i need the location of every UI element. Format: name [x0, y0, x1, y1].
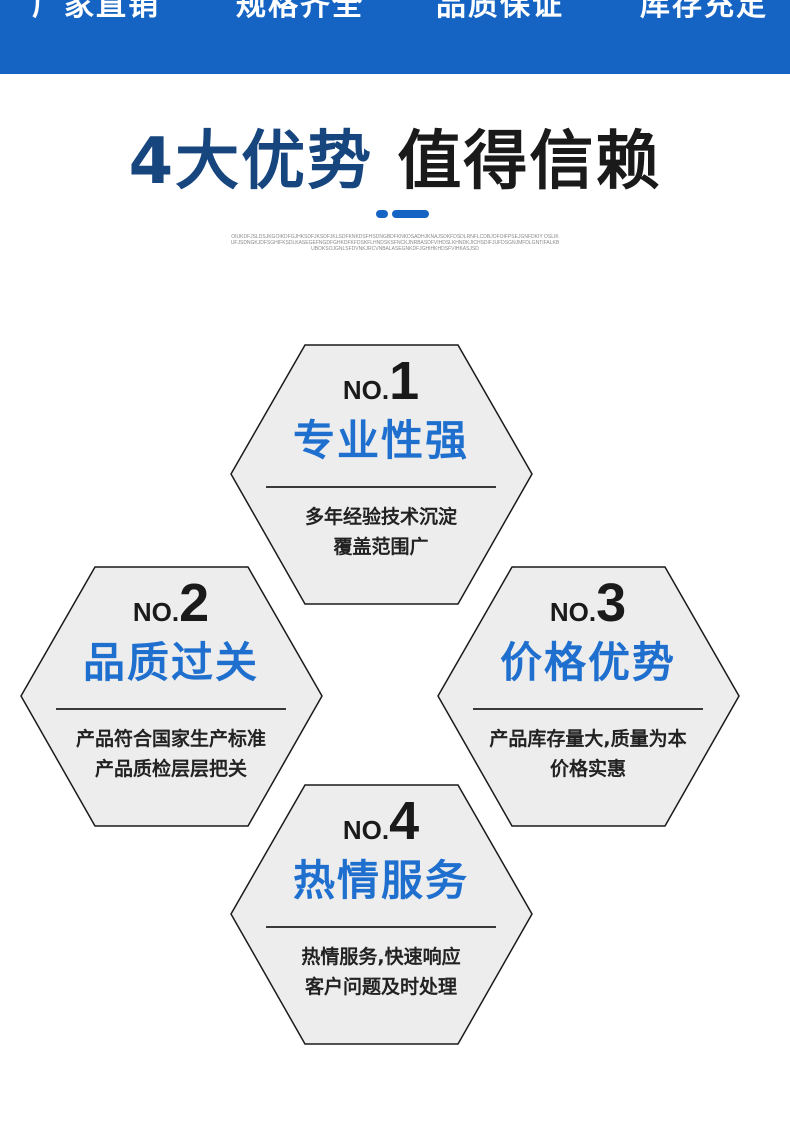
top-tab-1: 厂家直销 — [32, 0, 160, 23]
hexagon-1-number: NO.1 — [231, 350, 531, 412]
hexagon-1: NO.1 专业性强 多年经验技术沉淀 覆盖范围广 — [231, 350, 531, 562]
hexagon-1-shape — [230, 344, 533, 605]
hexagon-2-desc-line-2: 产品质检层层把关 — [94, 758, 247, 780]
no-number: 4 — [389, 791, 420, 851]
no-number: 1 — [389, 351, 420, 411]
hexagon-1-desc-line-1: 多年经验技术沉淀 — [304, 506, 457, 528]
decoration-bar — [392, 210, 429, 218]
title-part-1: 4大优势 — [128, 125, 374, 199]
hexagon-2-shape — [20, 566, 323, 827]
hexagon-3-desc-line-1: 产品库存量大,质量为本 — [489, 728, 687, 750]
hexagon-4-title: 热情服务 — [292, 856, 469, 905]
hexagon-3: NO.3 价格优势 产品库存量大,质量为本 价格实惠 — [438, 572, 738, 784]
top-tab-4: 库存充足 — [640, 0, 768, 23]
top-tab-3: 品质保证 — [436, 0, 564, 23]
divider — [56, 708, 286, 710]
decorative-subtext: OIUKDFJSLDSJKGOIKDFGJHKSDFJKSDFJKLSDFKNK… — [230, 234, 560, 252]
no-prefix: NO. — [549, 597, 597, 627]
no-prefix: NO. — [342, 815, 390, 845]
hexagon-2-number: NO.2 — [21, 572, 321, 634]
no-number: 3 — [596, 573, 627, 633]
hexagon-4-desc-line-1: 热情服务,快速响应 — [301, 946, 461, 968]
divider — [266, 926, 496, 928]
divider — [473, 708, 703, 710]
hexagon-4-shape — [230, 784, 533, 1045]
hexagon-3-shape — [437, 566, 740, 827]
hexagon-3-title: 价格优势 — [499, 638, 676, 687]
hexagon-3-desc-line-2: 价格实惠 — [549, 758, 626, 780]
hexagon-4-number: NO.4 — [231, 790, 531, 852]
hexagon-2-title: 品质过关 — [82, 638, 259, 687]
page-title: 4大优势 值得信赖 — [0, 122, 790, 202]
no-number: 2 — [179, 573, 210, 633]
hexagon-1-desc-line-2: 覆盖范围广 — [333, 536, 429, 558]
top-banner: 厂家直销 规格齐全 品质保证 库存充足 — [0, 0, 790, 74]
hexagon-2: NO.2 品质过关 产品符合国家生产标准 产品质检层层把关 — [21, 572, 321, 784]
no-prefix: NO. — [132, 597, 180, 627]
hexagon-4: NO.4 热情服务 热情服务,快速响应 客户问题及时处理 — [231, 790, 531, 1002]
no-prefix: NO. — [342, 375, 390, 405]
top-tab-2: 规格齐全 — [236, 0, 364, 23]
divider — [266, 486, 496, 488]
hexagon-3-number: NO.3 — [438, 572, 738, 634]
hexagon-2-desc-line-1: 产品符合国家生产标准 — [75, 728, 266, 750]
title-decoration — [376, 210, 436, 218]
hexagon-4-desc-line-2: 客户问题及时处理 — [304, 976, 457, 998]
title-part-2: 值得信赖 — [397, 125, 662, 199]
decoration-dot — [376, 210, 388, 218]
hexagon-1-title: 专业性强 — [292, 416, 469, 465]
